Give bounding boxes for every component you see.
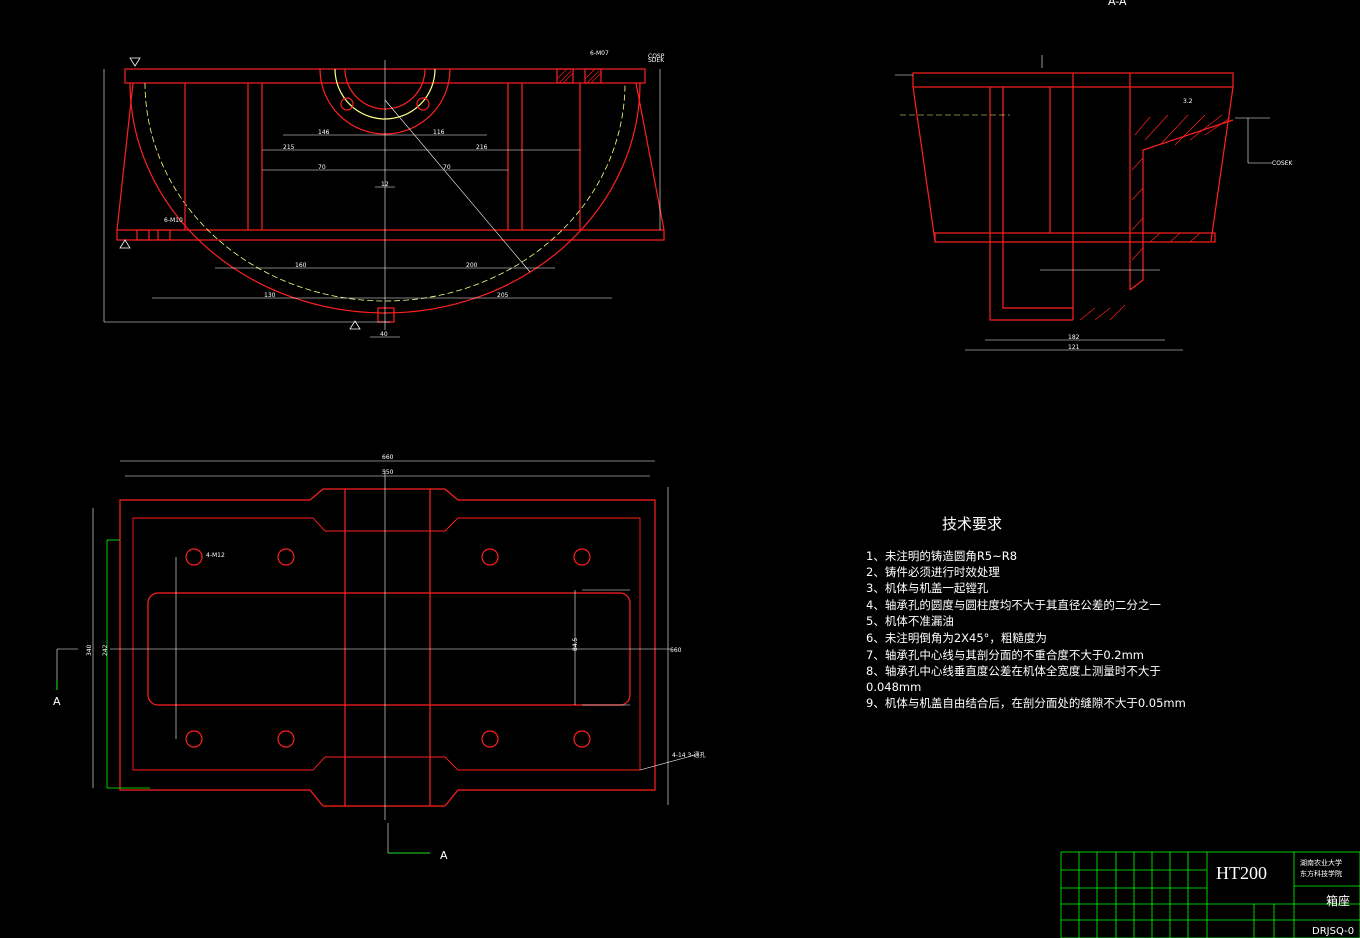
section-hatch — [1079, 114, 1231, 321]
svg-text:SDEK: SDEK — [648, 57, 665, 64]
school-name-1: 湖南农业大学 — [1300, 859, 1342, 867]
section-marker-bottom: A — [440, 849, 448, 862]
svg-text:12: 12 — [381, 181, 389, 188]
svg-text:COSEK: COSEK — [1272, 160, 1294, 167]
svg-text:242: 242 — [102, 644, 109, 656]
tech-requirement-8: 8、轴承孔中心线垂直度公差在机体全宽度上测量时不大于 — [866, 664, 1161, 678]
svg-text:130: 130 — [264, 292, 276, 299]
tech-requirements-title: 技术要求 — [942, 515, 1003, 533]
svg-text:121: 121 — [1068, 344, 1080, 351]
svg-text:215: 215 — [283, 144, 295, 151]
svg-text:4-14 3-通孔: 4-14 3-通孔 — [672, 751, 706, 759]
svg-text:116: 116 — [433, 129, 445, 136]
svg-text:340: 340 — [86, 644, 93, 656]
tech-requirement-3: 3、机体与机盖一起镗孔 — [866, 581, 989, 595]
svg-text:70: 70 — [443, 164, 451, 171]
svg-text:660: 660 — [670, 647, 682, 654]
svg-text:COSP: COSP — [648, 53, 665, 60]
svg-text:4-M12: 4-M12 — [206, 552, 225, 559]
svg-text:182: 182 — [1068, 334, 1080, 341]
svg-text:3.2: 3.2 — [1183, 98, 1193, 105]
section-marker-left: A — [53, 695, 61, 708]
svg-text:550: 550 — [382, 469, 394, 476]
svg-text:216: 216 — [476, 144, 488, 151]
tech-requirement-6: 6、未注明倒角为2X45°，粗糙度为 — [866, 631, 1047, 645]
tech-requirement-4: 4、轴承孔的圆度与圆柱度均不大于其直径公差的二分之一 — [866, 598, 1161, 612]
svg-text:660: 660 — [382, 454, 394, 461]
svg-text:6-M10: 6-M10 — [164, 217, 183, 224]
tech-requirement-5: 5、机体不准漏油 — [866, 614, 954, 628]
section-view-a-a — [912, 72, 1234, 321]
svg-text:200: 200 — [466, 262, 478, 269]
svg-text:160: 160 — [295, 262, 307, 269]
svg-text:84.5: 84.5 — [572, 637, 579, 651]
tech-requirement-9: 9、机体与机盖自由结合后，在剖分面处的缝隙不大于0.05mm — [866, 696, 1186, 710]
svg-text:205: 205 — [497, 292, 509, 299]
drawing-number: DRJSQ-0 — [1312, 926, 1355, 937]
tech-requirement-7: 7、轴承孔中心线与其剖分面的不重合度不大于0.2mm — [866, 648, 1145, 662]
tech-requirement-2: 2、铸件必须进行时效处理 — [866, 565, 1000, 579]
svg-text:146: 146 — [318, 129, 330, 136]
tech-requirement-8-cont: 0.048mm — [866, 680, 922, 694]
tech-requirement-1: 1、未注明的铸造圆角R5~R8 — [866, 549, 1018, 563]
material-label: HT200 — [1216, 863, 1267, 883]
school-name-2: 东方科技学院 — [1300, 870, 1342, 878]
section-title: A-A — [1108, 0, 1127, 8]
title-block — [1060, 851, 1360, 938]
part-name: 箱座 — [1326, 894, 1351, 908]
svg-text:40: 40 — [380, 331, 388, 338]
svg-text:70: 70 — [318, 164, 326, 171]
svg-text:6-M07: 6-M07 — [590, 50, 609, 57]
